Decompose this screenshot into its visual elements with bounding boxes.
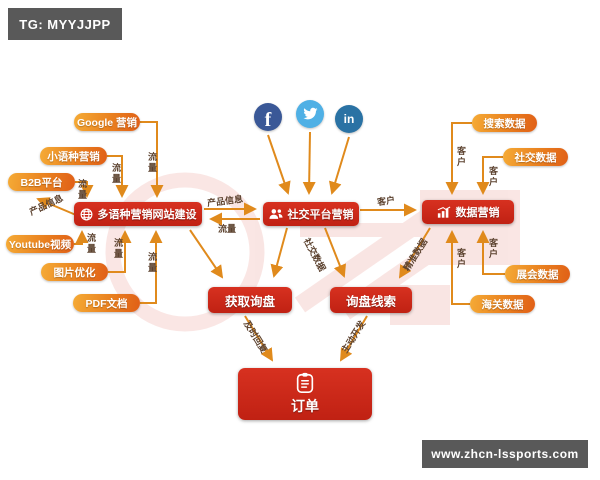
edge-shejiao-data <box>476 156 503 195</box>
node-label: 获取询盘 <box>224 294 275 309</box>
edge-label-customer: 客户 <box>456 248 466 270</box>
edge-label-traffic: 流量 <box>77 179 87 201</box>
edge-tupian-website <box>108 230 132 273</box>
edge-leads-order <box>340 315 368 362</box>
edge-xiaoyuzhong-website <box>107 155 129 198</box>
node-label: 社交平台营销 <box>287 209 354 221</box>
edge-label-traffic: 流量 <box>218 224 237 234</box>
edge-pdf-website <box>140 230 163 304</box>
edge-label-customer: 客户 <box>488 238 498 260</box>
node-multilingual-website[interactable]: 多语种营销网站建设 <box>74 202 202 226</box>
source-social-data[interactable]: 社交数据 <box>503 148 568 166</box>
node-get-inquiry[interactable]: 获取询盘 <box>208 287 292 313</box>
linkedin-icon[interactable]: in <box>335 105 363 133</box>
edge-sousuo-data <box>445 122 472 195</box>
edge-social-leads <box>324 227 346 278</box>
edge-label-customer: 客户 <box>456 146 466 168</box>
node-order[interactable]: 订单 <box>238 368 372 420</box>
edge-youtube-website <box>74 230 89 245</box>
bar-chart-icon <box>437 206 451 218</box>
node-label: 询盘线索 <box>345 294 396 309</box>
edge-label-traffic: 流量 <box>111 163 121 185</box>
source-minor-language-marketing[interactable]: 小语种营销 <box>40 147 107 165</box>
source-exhibition-data[interactable]: 展会数据 <box>505 265 570 283</box>
globe-icon <box>80 208 93 221</box>
edge-label-traffic: 流量 <box>113 238 123 260</box>
edge-b2b-website <box>75 181 94 198</box>
edge-label-traffic: 流量 <box>147 152 157 174</box>
edge-google-website <box>140 121 164 198</box>
edge-data-leads <box>398 227 431 279</box>
node-label: 订单 <box>291 398 319 414</box>
source-pdf-document[interactable]: PDF文档 <box>73 294 140 312</box>
edge-twitter-social <box>302 131 316 195</box>
edge-zhanhui-data <box>476 230 505 275</box>
twitter-bird-icon <box>303 107 318 120</box>
users-icon <box>268 208 283 220</box>
edge-website-b2b-productinfo <box>36 197 77 216</box>
source-image-optimization[interactable]: 图片优化 <box>41 263 108 281</box>
source-youtube-video[interactable]: Youtube视频 <box>6 235 74 253</box>
clipboard-icon <box>294 372 316 394</box>
edge-label-traffic: 流量 <box>86 233 96 255</box>
edge-label-customer: 客户 <box>376 194 396 208</box>
facebook-glyph: f <box>264 109 272 131</box>
website-url-badge[interactable]: www.zhcn-lssports.com <box>422 440 588 468</box>
source-customs-data[interactable]: 海关数据 <box>470 295 535 313</box>
telegram-badge: TG: MYYJJPP <box>8 8 122 40</box>
source-google-marketing[interactable]: Google 营销 <box>74 113 140 131</box>
twitter-icon[interactable] <box>296 100 324 128</box>
edge-social-inquiry <box>270 227 288 278</box>
node-social-platform-marketing[interactable]: 社交平台营销 <box>263 202 359 226</box>
node-data-marketing[interactable]: 数据营销 <box>422 200 514 224</box>
facebook-icon[interactable]: f <box>254 103 282 131</box>
node-label: 数据营销 <box>455 207 500 219</box>
source-b2b-platform[interactable]: B2B平台 <box>8 173 75 191</box>
edge-inquiry-order <box>244 315 274 362</box>
node-label: 多语种营销网站建设 <box>97 209 197 221</box>
edge-website-inquiry <box>189 229 224 279</box>
edge-label-customer: 客户 <box>488 166 498 188</box>
edge-haiguan-data <box>445 230 470 305</box>
edge-label-traffic: 流量 <box>147 252 157 274</box>
edge-linkedin-social <box>328 136 350 195</box>
source-search-data[interactable]: 搜索数据 <box>472 114 537 132</box>
linkedin-glyph: in <box>343 112 355 126</box>
node-inquiry-leads[interactable]: 询盘线索 <box>330 287 412 313</box>
edge-facebook-social <box>267 134 291 195</box>
